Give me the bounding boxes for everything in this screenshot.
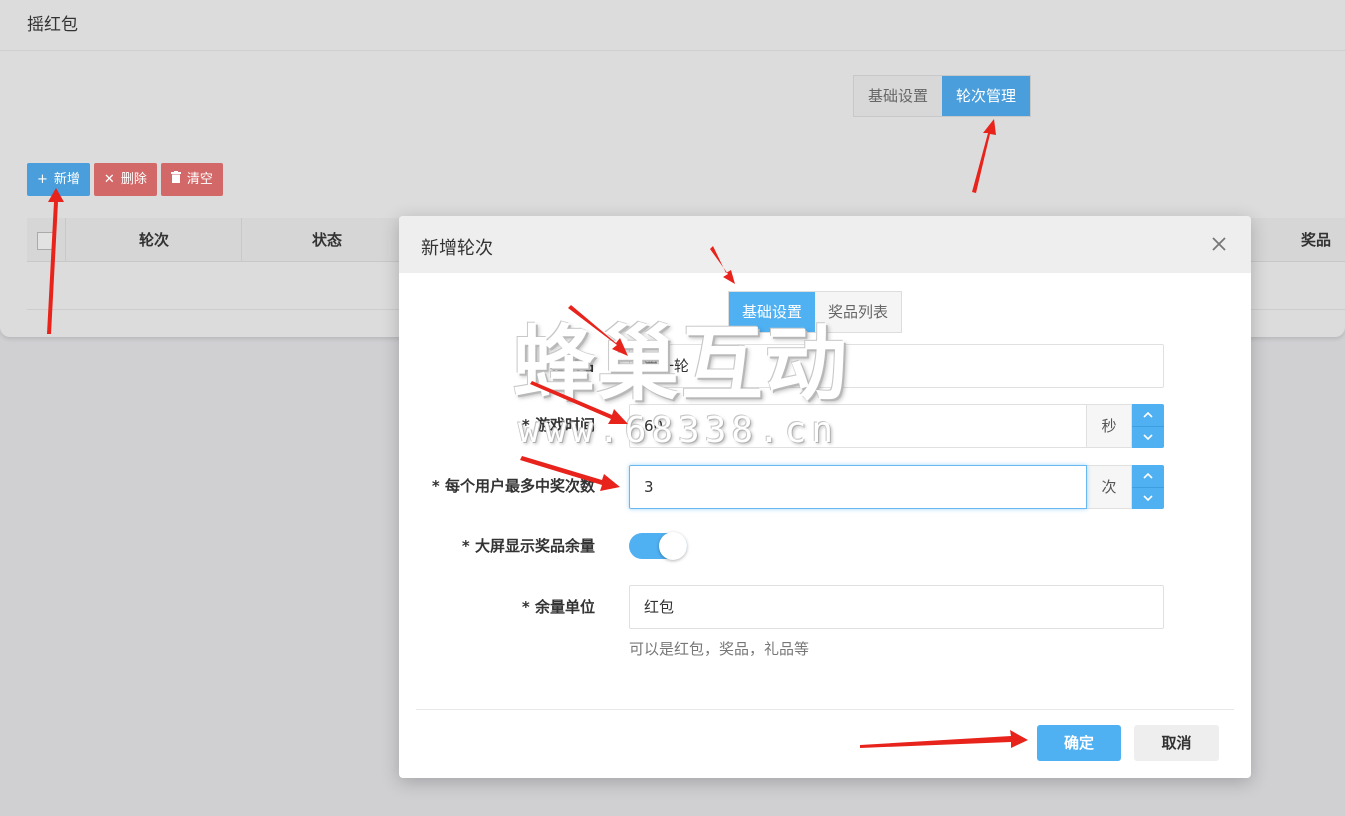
- toolbar: + 新增 ✕ 删除 清空: [27, 163, 223, 196]
- game-time-unit: 秒: [1087, 404, 1132, 448]
- page-tabs: 基础设置 轮次管理: [853, 75, 1032, 117]
- column-header-prize[interactable]: 奖品: [1301, 231, 1332, 249]
- game-time-input[interactable]: 60: [629, 404, 1087, 448]
- add-round-dialog: 新增轮次 基础设置 奖品列表 轮次名 第一轮 * 游戏时间 60 秒 * 每个用…: [399, 216, 1251, 778]
- game-time-group: 60 秒: [629, 404, 1164, 448]
- delete-button-label: 删除: [120, 172, 147, 187]
- trash-icon: [170, 163, 181, 196]
- chevron-up-icon[interactable]: [1132, 465, 1164, 487]
- remaining-unit-label: * 余量单位: [521, 598, 595, 616]
- delete-button[interactable]: ✕ 删除: [93, 163, 157, 196]
- close-icon: ✕: [103, 172, 115, 187]
- toggle-knob: [659, 532, 687, 560]
- game-time-stepper: [1132, 404, 1164, 448]
- clear-button[interactable]: 清空: [160, 163, 223, 196]
- round-name-input[interactable]: 第一轮: [629, 344, 1164, 388]
- remaining-unit-input[interactable]: 红包: [629, 585, 1164, 629]
- plus-icon: +: [37, 172, 48, 187]
- max-wins-group: 3 次: [629, 465, 1164, 509]
- chevron-up-icon[interactable]: [1132, 404, 1164, 426]
- remaining-unit-help: 可以是红包，奖品，礼品等: [629, 640, 810, 658]
- max-wins-unit: 次: [1087, 465, 1132, 509]
- column-separator: [65, 218, 66, 262]
- remaining-unit-value: 红包: [644, 598, 675, 616]
- page-title: 摇红包: [27, 15, 78, 35]
- add-button[interactable]: + 新增: [27, 163, 90, 196]
- watermark-url: www.68338.cn: [518, 410, 839, 451]
- column-header-round[interactable]: 轮次: [139, 231, 170, 249]
- select-all-checkbox[interactable]: [37, 232, 55, 250]
- close-icon[interactable]: [1207, 232, 1231, 256]
- title-divider: [0, 50, 1345, 51]
- show-remaining-label: * 大屏显示奖品余量: [461, 537, 595, 555]
- max-wins-input[interactable]: 3: [629, 465, 1087, 509]
- dialog-title: 新增轮次: [421, 238, 493, 259]
- clear-button-label: 清空: [186, 172, 213, 187]
- confirm-button[interactable]: 确定: [1037, 725, 1121, 761]
- round-name-label: 轮次名: [549, 356, 595, 374]
- round-name-value: 第一轮: [644, 357, 690, 375]
- tab-round-management[interactable]: 轮次管理: [942, 76, 1031, 116]
- chevron-down-icon[interactable]: [1132, 486, 1164, 510]
- cancel-button[interactable]: 取消: [1134, 725, 1219, 761]
- show-remaining-toggle[interactable]: [629, 532, 687, 560]
- max-wins-label: * 每个用户最多中奖次数: [431, 477, 595, 495]
- max-wins-stepper: [1132, 465, 1164, 509]
- max-wins-value: 3: [644, 478, 654, 496]
- chevron-down-icon[interactable]: [1132, 425, 1164, 449]
- tab-basic-settings[interactable]: 基础设置: [854, 76, 943, 116]
- tab-dialog-basic-settings[interactable]: 基础设置: [729, 292, 816, 332]
- watermark-logo-text: 蜂巢互动: [513, 317, 850, 412]
- footer-divider: [416, 709, 1234, 710]
- column-separator: [241, 218, 242, 262]
- dialog-tabs: 基础设置 奖品列表: [728, 291, 903, 333]
- column-header-status[interactable]: 状态: [312, 231, 343, 249]
- tab-dialog-prize-list[interactable]: 奖品列表: [815, 292, 902, 332]
- add-button-label: 新增: [53, 172, 80, 187]
- game-time-value: 60: [644, 417, 664, 435]
- dialog-header: 新增轮次: [399, 216, 1251, 273]
